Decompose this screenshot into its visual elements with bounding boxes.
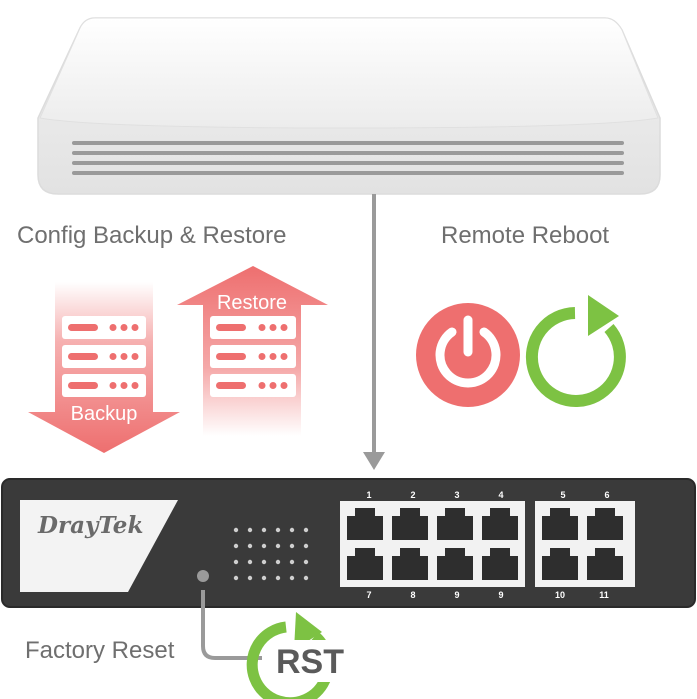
draytek-logo: DrayTek (38, 512, 144, 539)
port-number-top: 3 (454, 490, 460, 500)
switch-vent-dots (233, 527, 309, 581)
connection-arrow (363, 194, 385, 470)
factory-reset-label: Factory Reset (25, 637, 175, 664)
power-icon (416, 303, 520, 407)
factory-reset-connector (201, 590, 262, 660)
ethernet-port (542, 548, 578, 580)
ethernet-port (437, 508, 473, 540)
port-number-top: 4 (498, 490, 504, 500)
rst-label: RST (276, 643, 344, 681)
ethernet-port (392, 508, 428, 540)
ethernet-port (437, 548, 473, 580)
refresh-icon (525, 295, 626, 407)
port-number-bottom: 9 (498, 590, 504, 600)
remote-reboot-label: Remote Reboot (441, 222, 610, 249)
restore-label: Restore (216, 292, 288, 314)
rst-refresh-icon (246, 612, 356, 699)
ethernet-port (587, 508, 623, 540)
port-number-bottom: 9 (454, 590, 460, 600)
port-number-top: 1 (366, 490, 372, 500)
router-vents (72, 141, 624, 175)
server-icon (210, 316, 296, 397)
ethernet-port (347, 508, 383, 540)
port-number-bottom: 8 (410, 590, 416, 600)
router-device (37, 17, 661, 195)
port-number-top: 6 (604, 490, 610, 500)
reset-button (197, 570, 209, 582)
port-number-bottom: 11 (599, 590, 609, 600)
port-number-top: 2 (410, 490, 416, 500)
server-icon (62, 316, 146, 397)
logo-panel (20, 500, 178, 592)
ethernet-port (392, 548, 428, 580)
switch-device (1, 478, 696, 608)
port-number-bottom: 10 (554, 590, 565, 600)
ethernet-port (482, 508, 518, 540)
ethernet-port (482, 548, 518, 580)
port-number-bottom: 7 (366, 590, 372, 600)
backup-label: Backup (70, 403, 138, 425)
ethernet-port (587, 548, 623, 580)
config-backup-restore-label: Config Backup & Restore (17, 222, 287, 249)
ethernet-port (542, 508, 578, 540)
ethernet-port (347, 548, 383, 580)
port-number-top: 5 (560, 490, 566, 500)
